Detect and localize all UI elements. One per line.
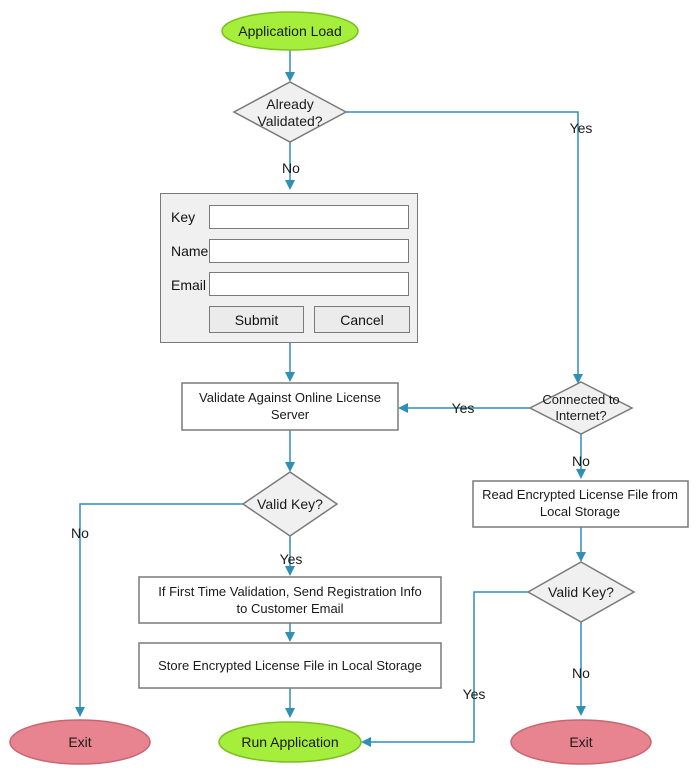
process-read-license-file: Read Encrypted License File from Local S… [472, 480, 689, 528]
decision-valid-key-left-label: Valid Key? [257, 496, 323, 512]
decision-connected-line-1: Connected to [542, 392, 619, 407]
node-exit-right-label: Exit [569, 734, 592, 750]
cancel-button[interactable]: Cancel [314, 306, 410, 333]
key-label: Key [171, 209, 196, 225]
email-label: Email [171, 277, 207, 293]
node-exit-left: Exit [9, 719, 151, 765]
node-run-application-label: Run Application [241, 734, 338, 750]
node-application-load-label: Application Load [238, 23, 342, 39]
edge-label-valid-right-no: No [572, 665, 590, 681]
decision-connected-to-internet: Connected to Internet? [528, 381, 634, 435]
decision-valid-key-right: Valid Key? [526, 561, 636, 623]
decision-connected-line-2: Internet? [555, 408, 606, 423]
edge-validkey-yes-to-run [361, 591, 528, 747]
edge-label-valid-left-yes: Yes [280, 551, 303, 567]
process-store-license-label: Store Encrypted License File in Local St… [158, 658, 422, 673]
process-read-license-line-2: Local Storage [540, 504, 620, 519]
submit-button[interactable]: Submit [209, 306, 304, 333]
key-input[interactable] [209, 205, 409, 229]
decision-valid-key-left: Valid Key? [241, 471, 339, 537]
edge-label-connected-yes: Yes [452, 400, 475, 416]
node-application-load: Application Load [221, 11, 359, 51]
decision-already-validated-line-1: Already [266, 96, 313, 112]
name-input[interactable] [209, 239, 409, 263]
edge-label-already-no: No [282, 160, 300, 176]
edge-label-already-yes: Yes [570, 120, 593, 136]
email-input[interactable] [209, 272, 409, 296]
process-validate-online-line-1: Validate Against Online License [199, 390, 381, 405]
process-first-time-line-2: to Customer Email [237, 601, 344, 616]
connectors [75, 50, 586, 747]
process-first-time-validation: If First Time Validation, Send Registrat… [138, 576, 442, 624]
node-exit-left-label: Exit [68, 734, 91, 750]
edge-label-valid-left-no: No [71, 525, 89, 541]
decision-valid-key-right-label: Valid Key? [548, 584, 614, 600]
node-exit-right: Exit [510, 719, 652, 765]
process-first-time-line-1: If First Time Validation, Send Registrat… [158, 584, 422, 599]
license-entry-form: Key Name Email Submit Cancel [160, 193, 418, 343]
process-store-license-file: Store Encrypted License File in Local St… [138, 642, 442, 689]
edge-validated-yes-to-connected [346, 111, 583, 384]
name-label: Name [171, 243, 209, 259]
node-run-application: Run Application [218, 721, 362, 763]
decision-already-validated-line-2: Validated? [257, 113, 322, 129]
edge-label-connected-no: No [572, 453, 590, 469]
process-validate-online: Validate Against Online License Server [181, 382, 399, 431]
process-validate-online-line-2: Server [271, 407, 310, 422]
edge-validkey-no-to-exit [75, 503, 243, 717]
edge-label-valid-right-yes: Yes [463, 686, 486, 702]
decision-already-validated: Already Validated? [232, 81, 348, 143]
process-read-license-line-1: Read Encrypted License File from [482, 487, 678, 502]
